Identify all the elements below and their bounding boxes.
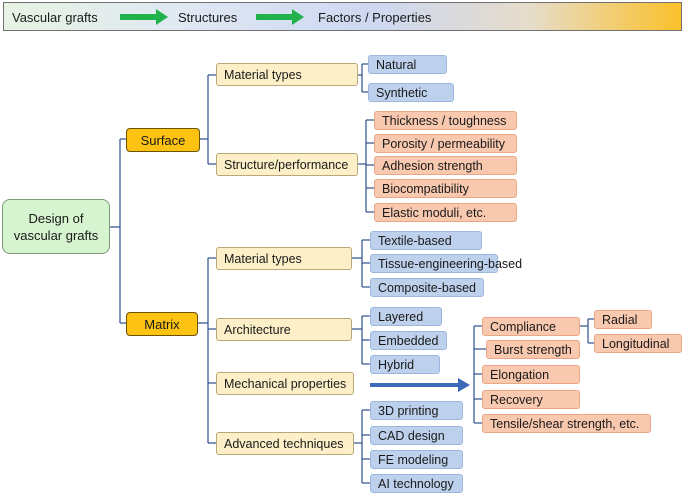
legend-factors-properties: Factors / Properties [318,10,432,25]
thickness-toughness-node: Thickness / toughness [374,111,517,130]
textile-based-node: Textile-based [370,231,482,250]
biocompatibility-node: Biocompatibility [374,179,517,198]
adhesion-strength-node: Adhesion strength [374,156,517,175]
layered-node: Layered [370,307,442,326]
elongation-node: Elongation [482,365,580,384]
longitudinal-node: Longitudinal [594,334,682,353]
legend-arrow-1 [120,9,168,25]
root-design-node: Design of vascular grafts [2,199,110,254]
surface-node: Surface [126,128,200,152]
legend-structures: Structures [178,10,238,25]
legend-vascular-grafts: Vascular grafts [12,10,98,25]
elastic-moduli-node: Elastic moduli, etc. [374,203,517,222]
fe-modeling-node: FE modeling [370,450,463,469]
surface-structure-performance-node: Structure/performance [216,153,358,176]
radial-node: Radial [594,310,652,329]
embedded-node: Embedded [370,331,447,350]
root-line-2: vascular grafts [13,227,99,243]
tensile-shear-strength-node: Tensile/shear strength, etc. [482,414,651,433]
matrix-material-types-node: Material types [216,247,352,270]
legend-banner: Vascular grafts Structures Factors / Pro… [3,2,682,31]
tissue-engineering-based-node: Tissue-engineering-based [370,254,522,273]
architecture-node: Architecture [216,318,352,341]
matrix-node: Matrix [126,312,198,336]
porosity-permeability-node: Porosity / permeability [374,134,517,153]
advanced-techniques-node: Advanced techniques [216,432,354,455]
composite-based-node: Composite-based [370,278,484,297]
3d-printing-node: 3D printing [370,401,463,420]
burst-strength-node: Burst strength [486,340,580,359]
mechanical-arrow [370,378,470,392]
compliance-node: Compliance [482,317,580,336]
recovery-node: Recovery [482,390,580,409]
mechanical-properties-node: Mechanical properties [216,372,354,395]
surface-material-types-node: Material types [216,63,358,86]
root-line-1: Design of [28,210,84,226]
synthetic-node: Synthetic [368,83,454,102]
hybrid-node: Hybrid [370,355,440,374]
legend-arrow-2 [256,9,304,25]
ai-technology-node: AI technology [370,474,463,493]
cad-design-node: CAD design [370,426,463,445]
natural-node: Natural [368,55,447,74]
